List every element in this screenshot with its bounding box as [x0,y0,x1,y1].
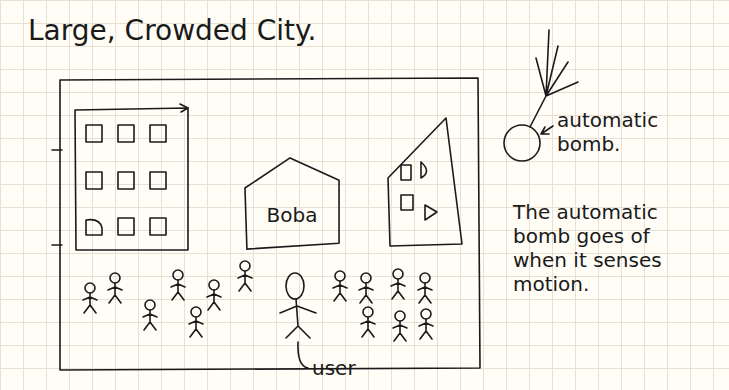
note-text: The automatic bomb goes of when it sense… [513,200,698,296]
callout-label: automatic bomb. [557,108,697,156]
city-frame [60,78,480,370]
callout-label: user [312,356,392,380]
shop-name: Boba [267,203,318,227]
crowd [83,261,433,341]
user-figure [280,273,316,338]
title-text: Large, Crowded City. [28,14,317,48]
user-leader [298,342,308,368]
frame-tick [52,150,62,245]
bomb-arrow [541,126,553,134]
right-building [388,118,462,246]
left-building [75,104,188,250]
shop-building: Boba [243,155,341,252]
